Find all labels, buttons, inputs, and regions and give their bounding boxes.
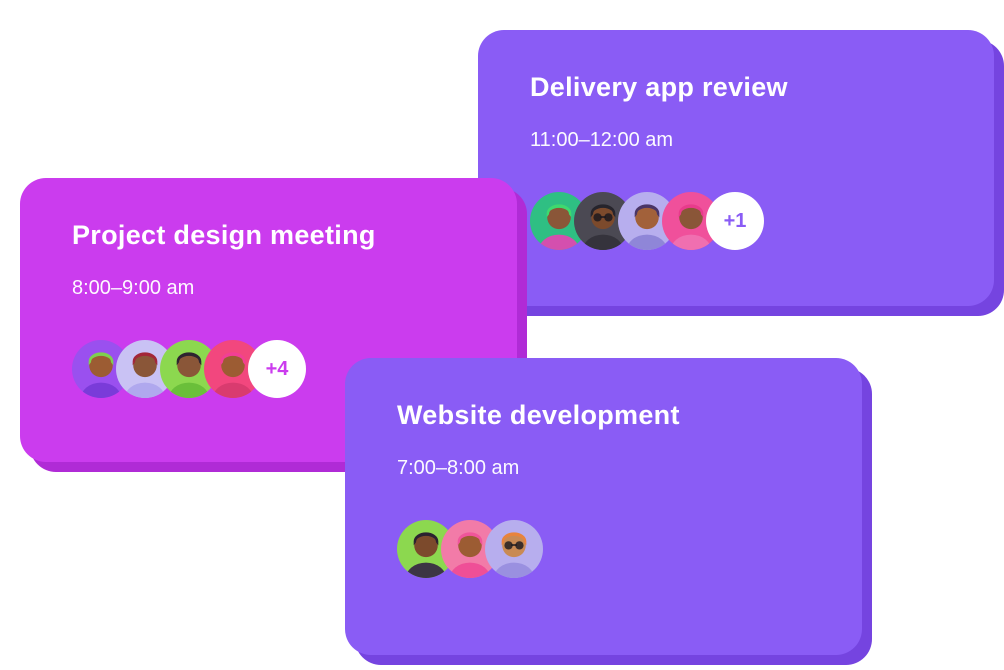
glasses-icon: [504, 541, 524, 550]
red-hat-person-avatar: [116, 340, 174, 398]
person-icon: [626, 204, 668, 250]
avatar-row: [397, 520, 810, 578]
overflow-count-badge: +1: [706, 192, 764, 250]
event-title: Project design meeting: [72, 220, 376, 250]
person-icon: [493, 532, 535, 578]
person-icon: [538, 204, 580, 250]
person-icon: [212, 352, 254, 398]
pink-cap-person-avatar: [204, 340, 262, 398]
event-time: 11:00–12:00 am: [530, 129, 674, 151]
avatar-row: +4: [72, 340, 465, 398]
dark-hair-kid-avatar: [160, 340, 218, 398]
glasses-icon: [593, 213, 613, 222]
person-icon: [449, 532, 491, 578]
person-icon: [168, 352, 210, 398]
person-icon: [582, 204, 624, 250]
orange-hair-person-avatar: [485, 520, 543, 578]
event-time: 7:00–8:00 am: [397, 457, 520, 479]
event-title: Website development: [397, 400, 680, 430]
pink-hijab-woman-avatar: [441, 520, 499, 578]
avatar-row: +1: [530, 192, 942, 250]
person-icon: [80, 352, 122, 398]
green-hair-person-avatar: [72, 340, 130, 398]
person-icon: [670, 204, 712, 250]
overflow-count-badge: +4: [248, 340, 306, 398]
event-card-website-development[interactable]: Website development 7:00–8:00 am: [345, 358, 862, 655]
event-time: 8:00–9:00 am: [72, 277, 195, 299]
event-title: Delivery app review: [530, 72, 788, 102]
person-icon: [124, 352, 166, 398]
person-icon: [405, 532, 447, 578]
event-card-delivery-app-review[interactable]: Delivery app review 11:00–12:00 am +1: [478, 30, 994, 306]
bearded-man-avatar: [574, 192, 632, 250]
